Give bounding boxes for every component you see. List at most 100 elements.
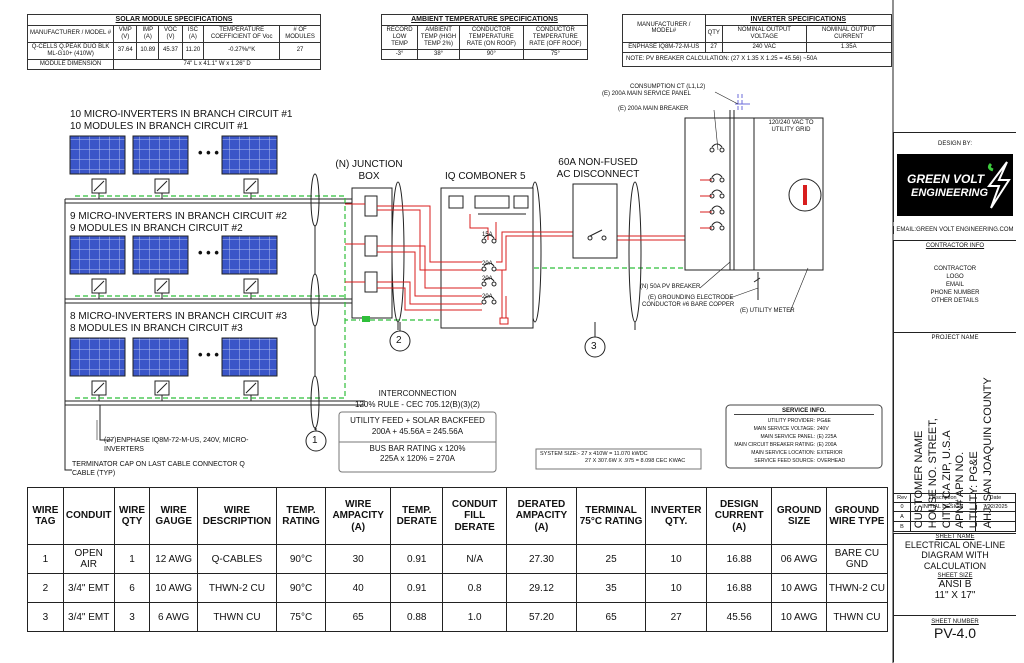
solar-module	[221, 235, 278, 275]
contractor-info-label: CONTRACTOR INFO	[925, 243, 985, 249]
wire-calculation-table: WIRE TAG CONDUIT WIRE QTY WIRE GAUGE WIR…	[27, 487, 889, 632]
calc-line: 225A x 120% = 270A	[380, 454, 455, 464]
calc-line: BUS BAR RATING x 120%	[369, 443, 466, 453]
service-key: SERVICE FEED SOURCE:	[754, 458, 815, 464]
cell: THWN CU	[196, 602, 278, 632]
cell: 0.91	[390, 573, 444, 603]
cell: 57.20	[506, 602, 577, 632]
col-header: DESIGN CURRENT (A)	[705, 487, 773, 545]
service-key: MAIN SERVICE PANEL:	[760, 434, 815, 440]
pv-breaker-label: (N) 50A PV BREAKER	[640, 284, 701, 290]
rev-header: Description	[910, 493, 976, 503]
cell: 90°C	[275, 544, 327, 574]
interconnection-calc: UTILITY FEED + SOLAR BACKFEED 200A + 45.…	[339, 416, 496, 465]
combiner-label: IQ COMBONER 5	[445, 171, 526, 182]
cell: 29.12	[506, 573, 577, 603]
sheet-number-section: SHEET NUMBER PV-4.0	[893, 615, 1016, 662]
cell: 27.30	[506, 544, 577, 574]
cell: 6	[113, 573, 151, 603]
col-header: CONDUIT FILL DERATE	[442, 487, 508, 545]
branch-2-label: 9 MICRO-INVERTERS IN BRANCH CIRCUIT #2 9…	[70, 211, 287, 234]
junction-box	[351, 187, 393, 322]
branch-1-modules	[69, 135, 278, 194]
solar-module-title: SOLAR MODULE SPECIFICATIONS	[27, 13, 321, 27]
service-key: MAIN SERVICE VOLTAGE:	[753, 426, 815, 432]
email-text: EMAIL:GREEN VOLT ENGINEERING.COM	[893, 226, 1016, 235]
cell: 1.0	[442, 602, 508, 632]
service-info: SERVICE INFO. UTILITY PROVIDER:PG&E MAIN…	[726, 408, 882, 465]
sheet-name: ELECTRICAL ONE-LINE DIAGRAM WITH CALCULA…	[904, 540, 1006, 571]
rev-header: Rev	[893, 493, 911, 503]
breaker-label: 15A	[482, 232, 493, 238]
service-key: MAIN CIRCUIT BREAKER RATING:	[734, 442, 815, 448]
design-by-label: DESIGN BY:	[937, 141, 972, 147]
cell: BARE CU GND	[825, 544, 889, 574]
logo-text-line-2: ENGINEERING	[911, 187, 989, 199]
company-logo: GREEN VOLT ENGINEERING	[897, 154, 1013, 216]
cell: 16.88	[705, 544, 773, 574]
wire-tag-1: 1	[312, 435, 318, 446]
project-section: PROJECT NAME CUSTOMER NAME HOUSE NO. STR…	[893, 332, 1016, 528]
rev-header: Date	[974, 493, 1017, 503]
col-header: CONDUIT	[62, 487, 115, 545]
cell: 45.56	[705, 602, 773, 632]
cell: 2	[27, 573, 64, 603]
cell: OPEN AIR	[62, 544, 115, 574]
col-header: WIRE DESCRIPTION	[196, 487, 278, 545]
branch-label-line: 8 MICRO-INVERTERS IN BRANCH CIRCUIT #3	[70, 311, 287, 322]
col-header: TEMP. RATING	[275, 487, 327, 545]
service-value: (E) 200A	[817, 442, 837, 448]
main-breaker-label: (E) 200A MAIN BREAKER	[618, 106, 689, 112]
cell: 0.91	[390, 544, 444, 574]
cell: 40	[325, 573, 392, 603]
contractor-section: CONTRACTOR INFO CONTRACTOR LOGO EMAIL PH…	[893, 240, 1016, 333]
solar-module-spec-table: SOLAR MODULE SPECIFICATIONS MANUFACTURER…	[26, 13, 321, 70]
breaker-label: 20A	[482, 276, 493, 282]
cell: Q-CABLES	[196, 544, 278, 574]
ac-disconnect-label: 60A NON-FUSED AC DISCONNECT	[556, 157, 640, 180]
col-header: WIRE GAUGE	[149, 487, 198, 545]
rev-cell: B	[893, 521, 911, 532]
cell: 65	[325, 602, 392, 632]
junction-box-label: (N) JUNCTION BOX	[335, 159, 403, 182]
more-modules-dots: • • •	[198, 145, 219, 160]
solar-module	[221, 135, 278, 175]
service-value: (E) 225A	[817, 434, 837, 440]
cell: 10	[645, 544, 707, 574]
service-info-table: UTILITY PROVIDER:PG&E MAIN SERVICE VOLTA…	[726, 417, 846, 465]
cell: 27	[645, 602, 707, 632]
sheet-size-label: SHEET SIZE	[937, 573, 973, 579]
cell: 3	[113, 602, 151, 632]
col-header: VMP (V)	[113, 25, 138, 43]
solar-module	[221, 337, 278, 377]
service-value: OVERHEAD	[817, 458, 846, 464]
col-header: GROUND SIZE	[771, 487, 827, 545]
logo-section: GREEN VOLT ENGINEERING	[893, 152, 1016, 222]
main-service-panel	[684, 94, 824, 300]
calc-line: UTILITY FEED + SOLAR BACKFEED	[350, 416, 485, 425]
terminator-note: TERMINATOR CAP ON LAST CABLE CONNECTOR Q…	[72, 461, 245, 478]
cell: THWN CU	[825, 602, 889, 632]
cell: 3	[27, 602, 64, 632]
sheet-name-section: SHEET NAME ELECTRICAL ONE-LINE DIAGRAM W…	[893, 533, 1016, 574]
sheet-size: ANSI B	[938, 579, 972, 590]
revision-table: Rev Description Date 0 INITIAL DESIGN 7/…	[893, 493, 1017, 532]
col-header: AMBIENT TEMP (HIGH TEMP 2%)	[417, 25, 460, 50]
module-dimension-value: 74" L x 41.1" W x 1.26" D	[113, 58, 321, 70]
grounding-conductor-label: CONDUCTOR #6 BARE COPPER	[642, 302, 735, 308]
cell: 10 AWG	[771, 573, 827, 603]
solar-module	[69, 337, 126, 377]
service-info-box	[725, 404, 883, 469]
design-by-section: DESIGN BY:	[893, 132, 1016, 153]
rev-cell	[910, 521, 976, 532]
cell: 10 AWG	[149, 573, 198, 603]
combiner-breakers	[481, 234, 509, 325]
cell: 35	[575, 573, 647, 603]
col-header: TEMP. DERATE	[390, 487, 444, 545]
col-header: TERMINAL 75°C RATING	[575, 487, 647, 545]
contractor-lines: CONTRACTOR LOGO EMAIL PHONE NUMBER OTHER…	[894, 249, 1016, 305]
service-key: UTILITY PROVIDER:	[767, 418, 815, 424]
col-header: MANUFACTURER / MODEL#	[622, 14, 706, 43]
